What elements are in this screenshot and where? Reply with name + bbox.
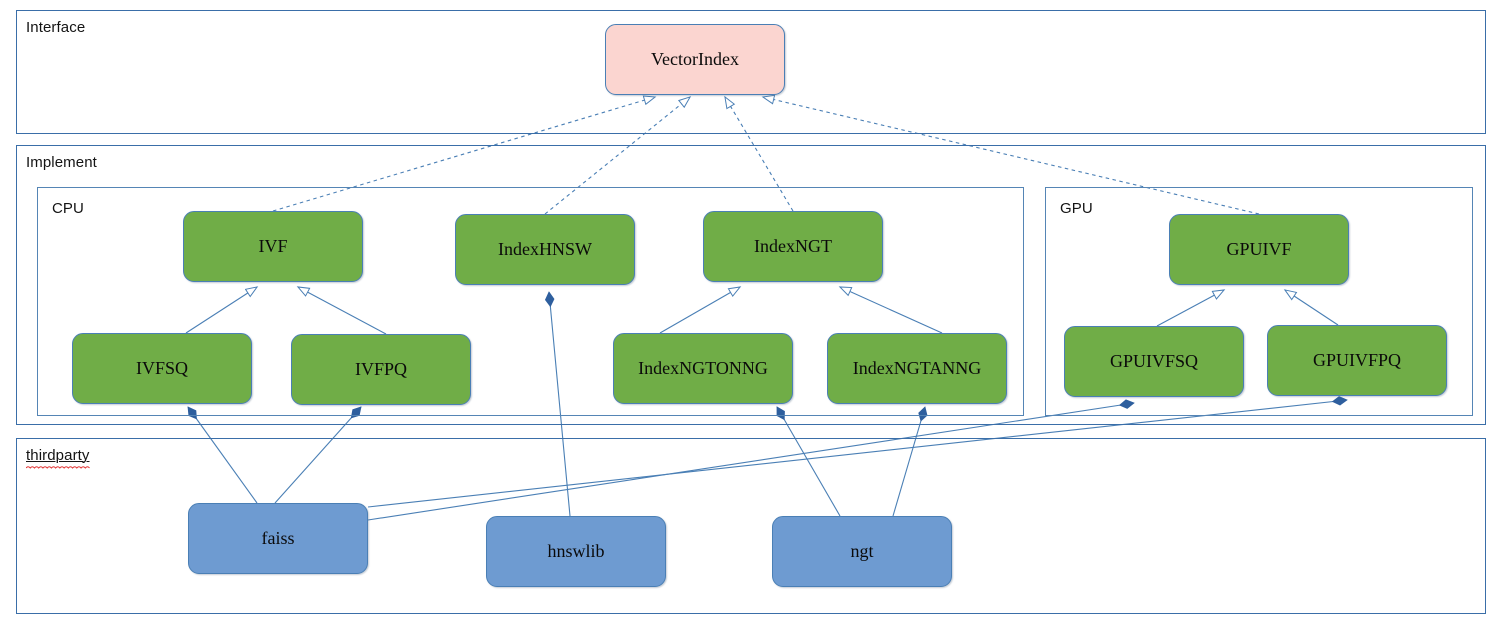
node-vectorindex[interactable]: VectorIndex bbox=[605, 24, 785, 95]
node-indexhnsw[interactable]: IndexHNSW bbox=[455, 214, 635, 285]
node-ngt[interactable]: ngt bbox=[772, 516, 952, 587]
node-indexngtonng[interactable]: IndexNGTONNG bbox=[613, 333, 793, 404]
node-label-vectorindex: VectorIndex bbox=[651, 49, 739, 69]
node-label-ngt: ngt bbox=[850, 541, 874, 561]
container-label-cpu: CPU bbox=[52, 200, 84, 217]
spellcheck-squiggle-icon bbox=[26, 466, 90, 469]
node-label-gpuivf: GPUIVF bbox=[1226, 239, 1292, 259]
node-label-gpuivfpq: GPUIVFPQ bbox=[1312, 350, 1402, 370]
node-gpuivfsq[interactable]: GPUIVFSQ bbox=[1064, 326, 1244, 397]
node-label-ivf: IVF bbox=[258, 236, 288, 256]
node-label-ivfpq: IVFPQ bbox=[354, 359, 407, 379]
node-gpuivfpq[interactable]: GPUIVFPQ bbox=[1267, 325, 1447, 396]
node-gpuivf[interactable]: GPUIVF bbox=[1169, 214, 1349, 285]
container-label-thirdparty: thirdparty bbox=[26, 447, 90, 469]
node-indexngt[interactable]: IndexNGT bbox=[703, 211, 883, 282]
container-cpu bbox=[37, 187, 1024, 416]
node-ivfsq[interactable]: IVFSQ bbox=[72, 333, 252, 404]
container-label-implement: Implement bbox=[26, 154, 97, 171]
node-indexngtanng[interactable]: IndexNGTANNG bbox=[827, 333, 1007, 404]
node-label-indexngtonng: IndexNGTONNG bbox=[638, 358, 768, 378]
container-label-gpu: GPU bbox=[1060, 200, 1093, 217]
node-ivf[interactable]: IVF bbox=[183, 211, 363, 282]
node-label-gpuivfsq: GPUIVFSQ bbox=[1109, 351, 1199, 371]
node-label-hnswlib: hnswlib bbox=[547, 541, 605, 561]
node-label-ivfsq: IVFSQ bbox=[135, 358, 188, 378]
node-faiss[interactable]: faiss bbox=[188, 503, 368, 574]
node-ivfpq[interactable]: IVFPQ bbox=[291, 334, 471, 405]
container-label-interface: Interface bbox=[26, 19, 86, 36]
container-gpu bbox=[1045, 187, 1473, 416]
node-label-faiss: faiss bbox=[261, 528, 295, 548]
node-label-indexngt: IndexNGT bbox=[754, 236, 832, 256]
node-hnswlib[interactable]: hnswlib bbox=[486, 516, 666, 587]
node-label-indexngtanng: IndexNGTANNG bbox=[852, 358, 982, 378]
node-label-indexhnsw: IndexHNSW bbox=[498, 239, 592, 259]
container-implement bbox=[16, 145, 1486, 425]
container-interface bbox=[16, 10, 1486, 134]
container-thirdparty bbox=[16, 438, 1486, 614]
